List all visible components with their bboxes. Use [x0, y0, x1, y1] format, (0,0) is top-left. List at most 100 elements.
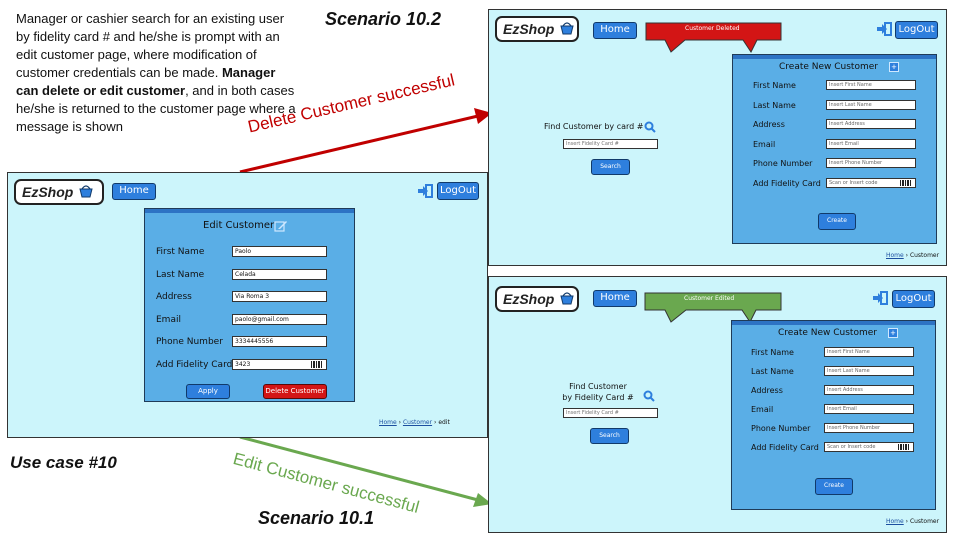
search-button[interactable]: Search	[591, 159, 630, 175]
input-field[interactable]: Via Roma 3	[232, 291, 327, 302]
basket-icon	[559, 21, 575, 38]
input-text: Insert Email	[829, 140, 859, 147]
customer-deleted-screen: EzShop Home Customer Deleted LogOut Find…	[488, 9, 947, 266]
magnifier-icon[interactable]	[644, 120, 656, 138]
basket-icon	[78, 184, 94, 201]
field-label: Email	[751, 405, 774, 414]
field-label: Address	[751, 386, 783, 395]
input-field[interactable]: Insert Phone Number	[826, 158, 916, 168]
input-text: Insert First Name	[829, 82, 872, 88]
scenario-10-1-title: Scenario 10.1	[258, 508, 375, 528]
fidelity-card-search-input[interactable]	[563, 408, 658, 418]
find-customer-label: Find Customer by card #	[544, 122, 644, 131]
input-field[interactable]: Scan or Insert code	[826, 177, 916, 188]
input-field[interactable]: Insert First Name	[824, 347, 914, 357]
input-field[interactable]: Insert Last Name	[824, 366, 914, 376]
home-button[interactable]: Home	[112, 183, 156, 200]
input-text: Scan or Insert code	[827, 444, 876, 450]
plus-icon[interactable]: +	[888, 328, 898, 338]
panel-header-bar	[732, 321, 935, 325]
create-customer-title: Create New Customer	[778, 328, 877, 338]
input-text: Insert Last Name	[829, 101, 872, 108]
field-label: Address	[156, 292, 192, 302]
panel-header-bar	[733, 55, 936, 59]
breadcrumb: Home › Customer › edit	[379, 419, 450, 426]
input-field[interactable]: 3423	[232, 358, 327, 370]
input-text: paolo@gmail.com	[235, 315, 289, 323]
field-label: Phone Number	[751, 424, 811, 433]
create-customer-panel: Create New Customer + First Name Insert F…	[732, 54, 937, 244]
description-text-1: Manager or cashier search for an existin…	[16, 11, 285, 80]
magnifier-icon[interactable]	[643, 389, 655, 407]
pencil-edit-icon	[274, 219, 288, 237]
logout-button[interactable]: LogOut	[437, 182, 479, 200]
field-label: Email	[753, 139, 776, 149]
field-label: First Name	[156, 247, 205, 257]
field-label: Add Fidelity Card	[753, 178, 821, 188]
input-text: Insert Phone Number	[829, 160, 883, 166]
edit-customer-screen: EzShop Home LogOut Edit Customer First N…	[7, 172, 488, 438]
input-field[interactable]: paolo@gmail.com	[232, 313, 327, 325]
edit-arrow	[239, 435, 492, 507]
logout-arrow-icon[interactable]	[876, 22, 892, 41]
logout-button[interactable]: LogOut	[895, 21, 938, 39]
logout-arrow-icon[interactable]	[872, 291, 888, 310]
breadcrumb-customer[interactable]: Customer	[402, 419, 433, 426]
input-field[interactable]: Insert First Name	[826, 80, 916, 90]
apply-button[interactable]: Apply	[186, 384, 230, 399]
input-text: Insert Last Name	[827, 368, 870, 374]
ezshop-logo: EzShop	[14, 179, 104, 205]
input-field[interactable]: Insert Address	[826, 119, 916, 129]
input-text: 3334445556	[235, 338, 274, 345]
basket-icon	[559, 291, 575, 308]
edit-customer-title: Edit Customer	[203, 220, 275, 231]
breadcrumb-home[interactable]: Home	[886, 518, 904, 525]
input-field[interactable]: Insert Address	[824, 385, 914, 395]
field-label: First Name	[753, 81, 796, 90]
input-text: Paolo	[235, 248, 252, 255]
create-button[interactable]: Create	[818, 213, 856, 230]
field-label: Email	[156, 314, 181, 325]
field-label: Phone Number	[156, 337, 223, 347]
input-field[interactable]: Celada	[232, 268, 327, 280]
input-text: Celada	[235, 270, 256, 278]
breadcrumb: Home › Customer	[886, 518, 940, 525]
breadcrumb-home[interactable]: Home	[379, 419, 397, 426]
plus-icon[interactable]: +	[889, 62, 899, 72]
input-field[interactable]: Insert Email	[824, 404, 914, 414]
search-button[interactable]: Search	[590, 428, 629, 444]
input-field[interactable]: Scan or Insert code	[824, 442, 914, 452]
input-text: Insert Phone Number	[827, 425, 881, 431]
fidelity-card-search-input[interactable]	[563, 139, 658, 149]
description-bold: Manager can delete or edit customer	[16, 65, 276, 98]
input-field[interactable]: Insert Phone Number	[824, 423, 914, 433]
delete-arrow	[239, 108, 492, 174]
banner-text: Customer Edited	[684, 295, 735, 302]
barcode-icon[interactable]	[898, 444, 910, 450]
input-text: Insert First Name	[827, 349, 870, 355]
field-label: Last Name	[751, 367, 794, 376]
panel-header-bar	[145, 209, 354, 213]
customer-deleted-banner	[645, 22, 782, 53]
delete-customer-button[interactable]: Delete Customer	[263, 384, 327, 399]
input-field[interactable]: Insert Last Name	[826, 99, 916, 110]
input-field[interactable]: Paolo	[232, 246, 327, 257]
find-customer-line-2: by Fidelity Card #	[562, 393, 634, 402]
input-text: Scan or Insert code	[829, 179, 878, 186]
field-label: First Name	[751, 348, 794, 357]
input-field[interactable]: 3334445556	[232, 336, 327, 347]
create-customer-title: Create New Customer	[779, 62, 878, 72]
home-button[interactable]: Home	[593, 22, 637, 39]
breadcrumb-home[interactable]: Home	[886, 252, 904, 259]
input-text: Via Roma 3	[235, 293, 270, 300]
input-field[interactable]: Insert Email	[826, 138, 916, 149]
create-button[interactable]: Create	[815, 478, 853, 495]
home-button[interactable]: Home	[593, 290, 637, 307]
logout-button[interactable]: LogOut	[892, 290, 935, 308]
breadcrumb-current: edit	[438, 419, 450, 426]
barcode-icon[interactable]	[900, 179, 912, 186]
barcode-icon[interactable]	[311, 360, 323, 368]
logout-arrow-icon[interactable]	[417, 184, 433, 203]
field-label: Add Fidelity Card	[751, 443, 819, 452]
